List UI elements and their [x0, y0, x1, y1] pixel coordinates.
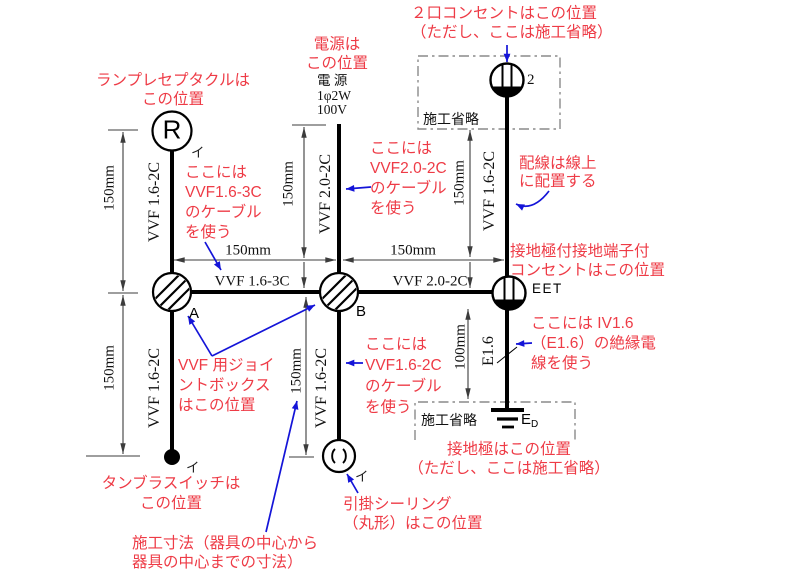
annotation-lamp-receptacle: ランプレセプタクルは この位置	[95, 72, 251, 108]
ground-label: ED	[521, 411, 538, 430]
annotation-cable-162: ここには VVF1.6-2C のケーブル を使う	[365, 336, 442, 416]
lamp-receptacle-symbol	[151, 110, 193, 152]
annotation-ceiling-rose: 引掛シーリング （丸形）はこの位置	[343, 496, 483, 532]
e16-leader-line	[496, 346, 518, 364]
wire-label-left-upper: VVF 1.6-2C	[146, 161, 163, 243]
joint-a-label: A	[189, 305, 200, 322]
dimension-lines	[120, 126, 505, 456]
power-source-spec: 電 源 1φ2W 100V	[317, 73, 352, 117]
arrow-to-joint-a	[187, 315, 213, 357]
wire-label-mid-lower: VVF 1.6-2C	[313, 347, 330, 429]
annotation-eet-outlet: 接地極付接地端子付 コンセントはこの位置	[510, 243, 666, 279]
dim-label-right-upper: 150mm	[451, 160, 468, 206]
eet-outlet-symbol	[491, 275, 527, 311]
annotation-cable-163: ここには VVF1.6-3C のケーブル を使う	[185, 164, 262, 241]
arrow-to-iv16-wire	[515, 340, 533, 347]
joint-box-a-symbol	[151, 271, 193, 313]
wire-label-right-upper: VVF 1.6-2C	[481, 150, 498, 232]
wire-label-mid-upper: VVF 2.0-2C	[317, 153, 334, 235]
circuit-label-receptacle: イ	[191, 145, 205, 160]
omission-box-bottom	[414, 401, 576, 440]
double-outlet-symbol	[489, 62, 525, 98]
dim-label-mid-lower: 150mm	[288, 348, 305, 394]
circuit-label-ceiling: イ	[355, 469, 369, 484]
arrow-to-joint-b	[211, 304, 316, 357]
ground-label-sub-d: D	[531, 419, 539, 430]
wire-label-e16: E1.6	[480, 336, 497, 366]
omission-label-bottom: 施工省略	[421, 414, 477, 429]
arrow-to-ceiling-rose	[346, 473, 359, 494]
annotation-joint-box: VVF 用ジョイ ントボックス はこの位置	[178, 357, 275, 414]
ground-label-e: E	[521, 411, 532, 428]
ceiling-rose-symbol	[321, 438, 357, 474]
arrow-to-vvf163-wire	[204, 241, 222, 271]
dim-label-right-lower: 100mm	[452, 324, 469, 370]
omission-box-top	[417, 55, 561, 130]
dim-label-left-upper: 150mm	[101, 165, 118, 211]
wire-label-ab: VVF 1.6-3C	[214, 273, 290, 290]
annotation-dimension-note: 施工寸法（器具の中心から 器具の中心までの寸法）	[132, 535, 319, 571]
ground-electrode-symbol	[491, 408, 524, 429]
wire-label-b-eet: VVF 2.0-2C	[392, 273, 468, 290]
dimension-ticks	[86, 124, 326, 458]
annotation-arrows	[187, 45, 550, 533]
dim-label-left-lower: 150mm	[101, 345, 118, 391]
dim-label-mid-upper: 150mm	[280, 161, 297, 207]
annotation-tumbler-switch: タンブラスイッチは この位置	[101, 475, 241, 512]
annotation-ground-electrode: 接地極はこの位置 （ただし、ここは施工省略）	[408, 441, 610, 477]
circuit-label-switch: イ	[186, 460, 200, 475]
annotation-cable-202: ここには VVF2.0-2C のケーブル を使う	[370, 140, 447, 217]
arrow-to-dimension-line	[265, 400, 299, 533]
dim-label-ab: 150mm	[225, 242, 271, 259]
annotation-wiring-on-line: 配線は線上 に配置する	[519, 155, 597, 190]
outlet-count-label: 2	[527, 72, 535, 88]
arrow-to-line-position	[515, 190, 550, 211]
dim-label-b-eet: 150mm	[390, 242, 436, 259]
annotation-iv16: ここには IV1.6 （E1.6）の絶縁電 線を使う	[531, 315, 656, 372]
annotation-power-position: 電源は この位置	[305, 36, 369, 72]
annotation-outlet2: ２口コンセントはこの位置 （ただし、ここは施工省略）	[411, 5, 613, 41]
omission-label-top: 施工省略	[423, 113, 479, 128]
receptacle-letter: R	[162, 114, 182, 145]
joint-box-b-symbol	[318, 271, 360, 313]
arrow-to-vvf202-wire	[345, 184, 372, 192]
joint-b-label: B	[356, 303, 367, 320]
tumbler-switch-symbol	[164, 449, 180, 465]
wire-label-left-lower: VVF 1.6-2C	[146, 347, 163, 429]
eet-label: EET	[532, 281, 563, 296]
